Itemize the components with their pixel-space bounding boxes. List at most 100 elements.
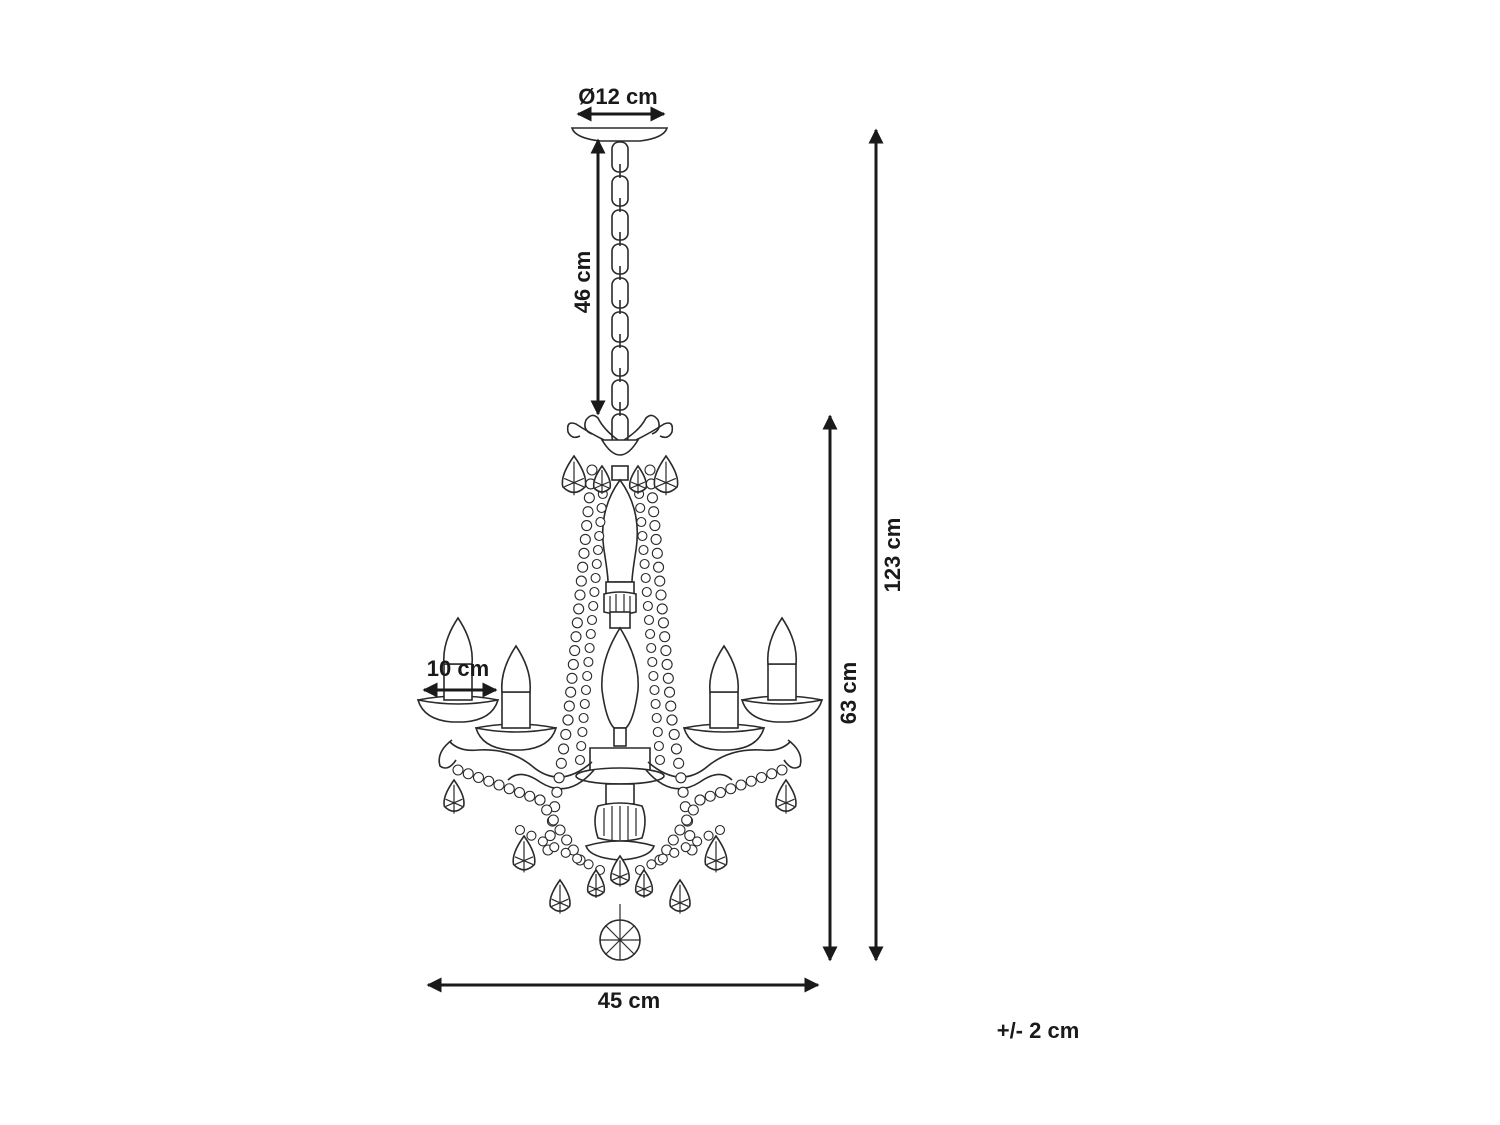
crystal-bead xyxy=(657,853,668,864)
crystal-bead xyxy=(579,533,591,545)
crystal-bead xyxy=(646,492,658,504)
crystal-bead xyxy=(655,589,667,601)
crystal-bead xyxy=(641,586,652,598)
crystal-bead xyxy=(563,700,575,712)
crystal-bead xyxy=(642,600,653,612)
crystal-bead xyxy=(639,558,650,570)
crystal-bead xyxy=(649,520,661,532)
crystal-bead xyxy=(553,772,565,784)
crystal-bead xyxy=(513,786,526,799)
crystal-bead xyxy=(483,775,495,787)
crystal-bead xyxy=(684,830,696,842)
crystal-bead xyxy=(638,544,649,556)
crystal-bead xyxy=(670,743,682,755)
crystal-drop xyxy=(586,868,606,898)
crystal-bead xyxy=(669,847,680,858)
crystal-bead xyxy=(583,656,594,668)
crown-scrolls xyxy=(566,414,674,456)
crystal-bead xyxy=(534,794,546,806)
crystal-bead xyxy=(692,836,703,847)
crystal-bead xyxy=(654,575,666,587)
crystal-bead xyxy=(551,786,563,798)
crystal-bead xyxy=(704,790,716,802)
crystal-bead xyxy=(745,775,757,787)
crystal-bead xyxy=(555,757,567,769)
crystal-bead xyxy=(573,603,585,615)
crystal-bead xyxy=(549,842,560,853)
crystal-bead xyxy=(635,502,646,514)
crystal-bead xyxy=(644,464,656,476)
crystal-bead xyxy=(560,728,572,740)
crystal-bead xyxy=(575,575,587,587)
crystal-bead xyxy=(577,561,589,573)
crystal-bead xyxy=(659,631,671,643)
dimension-arrows xyxy=(422,106,884,993)
crystal-bead xyxy=(583,492,595,504)
stem xyxy=(575,465,665,861)
crystal-bead xyxy=(592,544,604,556)
crystal-bead xyxy=(648,506,660,518)
chain-length-label: 46 cm xyxy=(570,251,595,313)
chandelier-drawing xyxy=(416,127,824,961)
crystal-bead xyxy=(594,530,605,542)
crystal-drop xyxy=(443,778,465,814)
crystal-bead xyxy=(526,830,537,841)
crystal-drop xyxy=(634,868,654,898)
crystal-bead xyxy=(650,533,662,545)
crystal-bead xyxy=(572,853,583,864)
crystal-bead xyxy=(544,830,556,842)
crystal-bead xyxy=(651,547,663,559)
crystal-bead xyxy=(584,642,595,654)
crystal-bead xyxy=(562,714,574,726)
crystal-bead xyxy=(581,520,593,532)
crystal-bead xyxy=(582,506,594,518)
crystal-bead xyxy=(576,740,587,752)
crystal-bead xyxy=(547,814,559,826)
crystal-bead xyxy=(653,740,664,752)
crystal-bead xyxy=(687,804,699,816)
crystal-bead xyxy=(452,764,464,776)
crystal-bead xyxy=(651,712,662,724)
crystal-bead xyxy=(586,464,598,476)
crystal-bead xyxy=(647,656,658,668)
crystal-bead xyxy=(667,834,679,846)
crystal-drop xyxy=(592,464,612,494)
crystal-bead xyxy=(637,530,648,542)
crystal-bead xyxy=(653,561,665,573)
crystal-bead xyxy=(650,698,661,710)
candle-cup xyxy=(474,644,558,751)
crystal-bead xyxy=(580,684,592,696)
crystal-bead xyxy=(643,614,655,626)
crystal-bead xyxy=(654,754,666,766)
crystal-bead xyxy=(666,714,678,726)
crystal-bead xyxy=(579,698,590,710)
crystal-drop xyxy=(549,878,571,914)
crystal-bead xyxy=(648,670,659,682)
crystal-bead xyxy=(565,686,577,698)
crystal-bead xyxy=(554,824,566,836)
crystal-bead xyxy=(503,783,515,795)
crystal-bead xyxy=(661,658,673,670)
canopy-diameter-label: Ø12 cm xyxy=(578,84,658,109)
crystal-bead xyxy=(560,847,571,858)
crystal-bead xyxy=(646,642,657,654)
crystal-bead xyxy=(537,836,548,847)
crystal-bead xyxy=(755,771,768,784)
crystal-bead xyxy=(586,614,598,626)
crystal-bead xyxy=(567,658,579,670)
crystal-drop xyxy=(512,834,536,873)
crystal-bead xyxy=(645,628,656,640)
total-width-label: 45 cm xyxy=(598,988,660,1013)
crystal-bead xyxy=(668,728,680,740)
crystal-drop xyxy=(653,454,679,496)
candle-cup xyxy=(740,616,824,723)
crystal-bead xyxy=(735,779,747,791)
crystal-bead xyxy=(596,502,607,514)
crystal-bead xyxy=(570,631,582,643)
crystal-bead xyxy=(591,558,602,570)
crystal-bead xyxy=(652,726,663,738)
crystal-bead xyxy=(582,670,593,682)
chain xyxy=(611,141,629,445)
crystal-drops xyxy=(443,454,797,914)
